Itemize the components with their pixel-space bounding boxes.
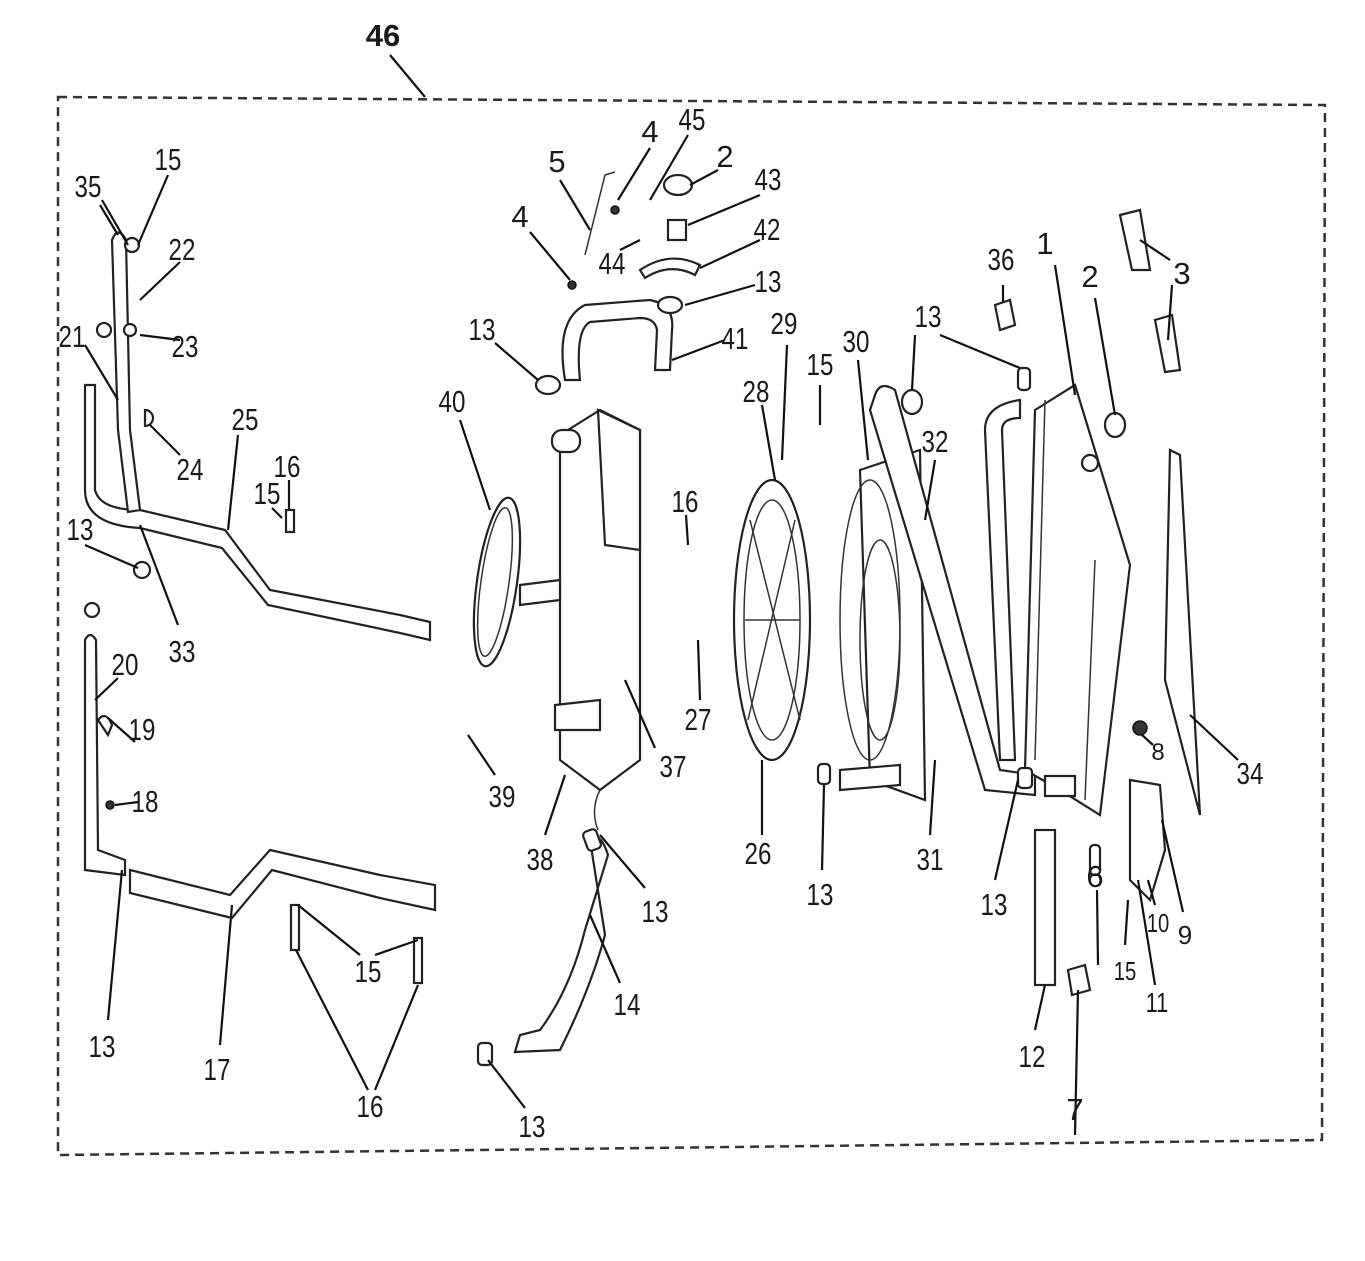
callout-31: 31 bbox=[917, 842, 944, 877]
callout-25: 25 bbox=[232, 402, 259, 437]
fan-shroud-tank bbox=[472, 408, 642, 831]
callout-22: 22 bbox=[169, 232, 196, 267]
assembly-boundary bbox=[56, 95, 1327, 1157]
callout-17: 17 bbox=[204, 1052, 231, 1087]
callout-12: 12 bbox=[1019, 1039, 1046, 1074]
callout-15: 15 bbox=[807, 347, 834, 382]
callout-35: 35 bbox=[75, 169, 102, 204]
callout-9: 9 bbox=[1178, 920, 1192, 950]
callout-21: 21 bbox=[59, 319, 86, 354]
callout-30: 30 bbox=[843, 324, 870, 359]
callout-20: 20 bbox=[112, 647, 139, 682]
callout-13: 13 bbox=[915, 299, 942, 334]
callout-15: 15 bbox=[254, 476, 281, 511]
callout-37: 37 bbox=[660, 749, 687, 784]
callout-13: 13 bbox=[807, 877, 834, 912]
lower-pipe-assembly bbox=[83, 601, 437, 985]
radiator-hoses bbox=[838, 366, 1037, 797]
callout-39: 39 bbox=[489, 779, 516, 814]
callout-5: 5 bbox=[548, 144, 565, 179]
callout-14: 14 bbox=[614, 987, 641, 1022]
callout-13: 13 bbox=[755, 264, 782, 299]
callout-4: 4 bbox=[511, 199, 528, 234]
callout-labels: 46 15 35 22 23 21 24 25 16 15 13 33 20 1… bbox=[59, 18, 1264, 1144]
upper-pipe-assembly bbox=[83, 231, 432, 642]
callout-15: 15 bbox=[155, 142, 182, 177]
fan-motor bbox=[732, 478, 812, 762]
side-panel bbox=[993, 208, 1202, 816]
callout-2: 2 bbox=[716, 139, 733, 174]
callout-7: 7 bbox=[1066, 1092, 1083, 1127]
upper-hose-and-cap bbox=[534, 171, 702, 396]
callout-27: 27 bbox=[685, 702, 712, 737]
callout-34: 34 bbox=[1237, 756, 1264, 791]
callout-13: 13 bbox=[89, 1029, 116, 1064]
callout-13: 13 bbox=[981, 887, 1008, 922]
callout-8: 8 bbox=[1151, 739, 1164, 766]
callout-33: 33 bbox=[169, 634, 196, 669]
callout-13: 13 bbox=[642, 894, 669, 929]
callout-26: 26 bbox=[745, 836, 772, 871]
callout-41: 41 bbox=[722, 321, 749, 356]
lower-hose bbox=[476, 762, 832, 1067]
callout-4: 4 bbox=[641, 114, 658, 149]
callout-16: 16 bbox=[357, 1089, 384, 1124]
radiator bbox=[1023, 383, 1132, 817]
callout-13: 13 bbox=[67, 512, 94, 547]
thermo-switch-parts bbox=[1016, 720, 1167, 997]
callout-32: 32 bbox=[922, 424, 949, 459]
callout-15: 15 bbox=[355, 954, 382, 989]
callout-36: 36 bbox=[988, 242, 1015, 277]
callout-43: 43 bbox=[755, 162, 782, 197]
callout-13: 13 bbox=[469, 312, 496, 347]
callout-40: 40 bbox=[439, 384, 466, 419]
callout-6: 6 bbox=[1086, 859, 1103, 894]
leader-lines bbox=[84, 54, 1239, 1136]
callout-46: 46 bbox=[366, 18, 400, 53]
callout-28: 28 bbox=[743, 374, 770, 409]
callout-45: 45 bbox=[679, 102, 706, 137]
callout-23: 23 bbox=[172, 329, 199, 364]
callout-16: 16 bbox=[274, 449, 301, 484]
callout-15: 15 bbox=[1114, 957, 1137, 986]
callout-38: 38 bbox=[527, 842, 554, 877]
callout-29: 29 bbox=[771, 306, 798, 341]
callout-18: 18 bbox=[132, 784, 159, 819]
callout-42: 42 bbox=[754, 212, 781, 247]
callout-19: 19 bbox=[129, 712, 156, 747]
callout-10: 10 bbox=[1147, 909, 1170, 938]
callout-3: 3 bbox=[1173, 256, 1190, 291]
callout-44: 44 bbox=[599, 246, 626, 281]
callout-2: 2 bbox=[1081, 259, 1098, 294]
callout-16: 16 bbox=[672, 484, 699, 519]
callout-11: 11 bbox=[1146, 987, 1169, 1018]
callout-1: 1 bbox=[1036, 226, 1053, 261]
callout-13: 13 bbox=[519, 1109, 546, 1144]
callout-24: 24 bbox=[177, 452, 204, 487]
